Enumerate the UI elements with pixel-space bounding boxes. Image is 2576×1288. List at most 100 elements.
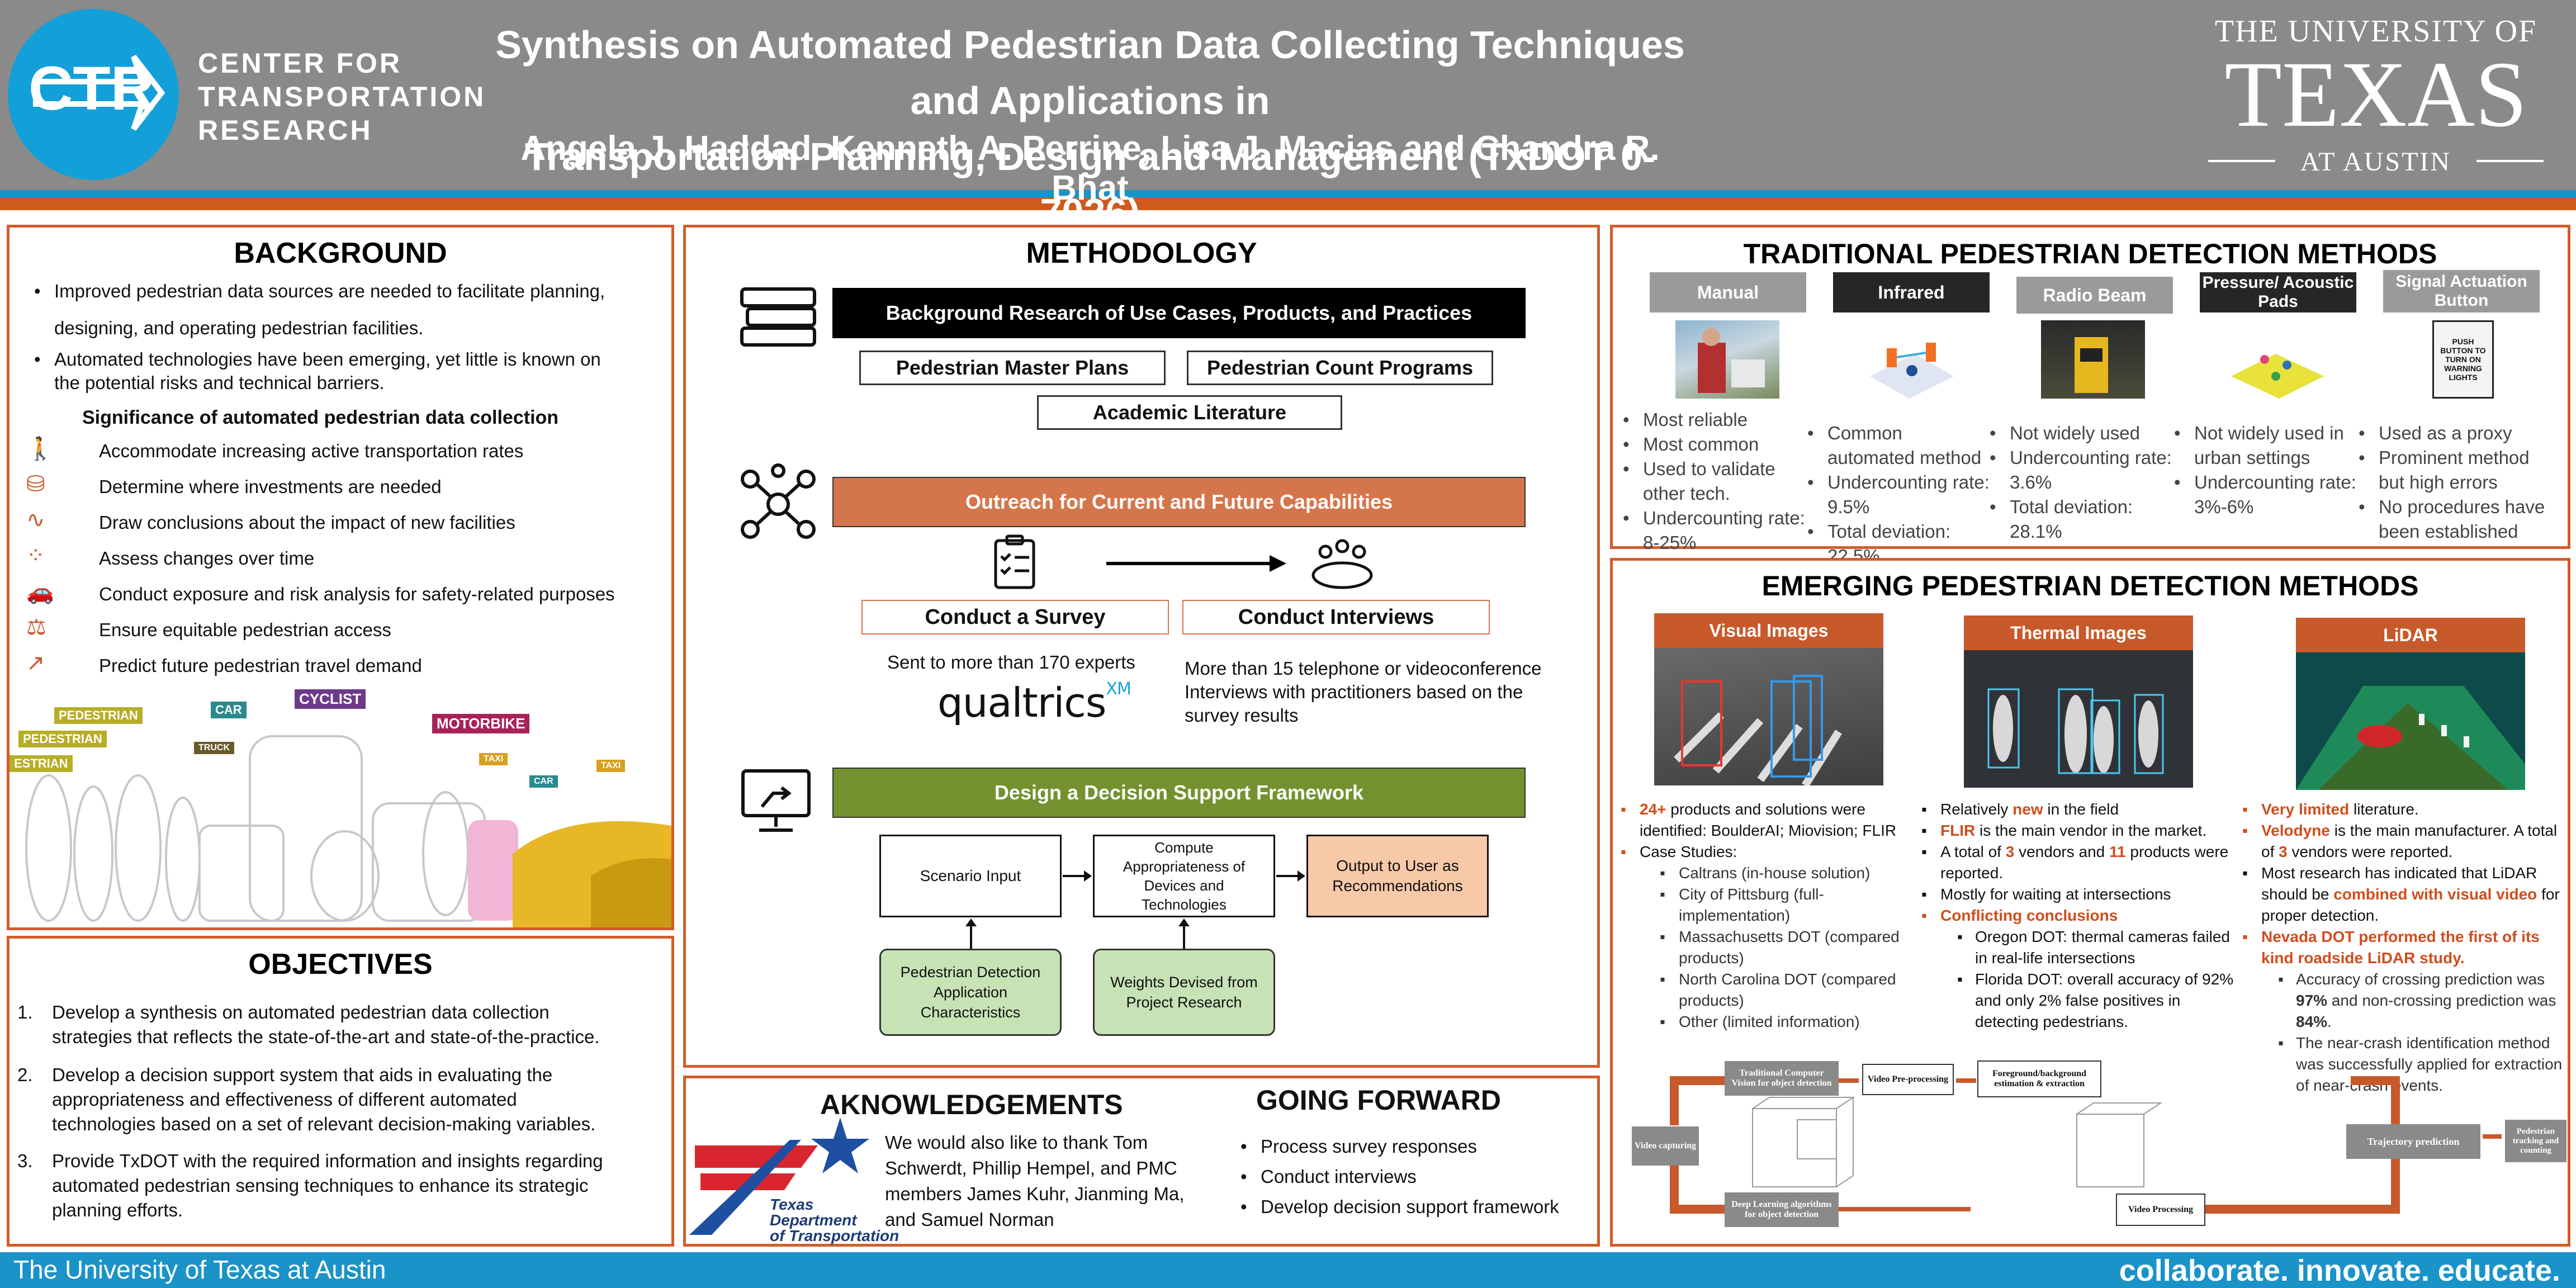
tag-truck: TRUCK [194, 742, 234, 754]
flow-pedestrian-tracking: Pedestrian tracking and counting [2505, 1120, 2566, 1162]
thermal-b1b: in the field [2043, 801, 2119, 818]
flow-deep-learning: Deep Learning algorithms for object dete… [1725, 1192, 1839, 1227]
design-banner: Design a Decision Support Framework [832, 768, 1526, 818]
lidar-b1-highlight: Very limited [2261, 801, 2350, 818]
ack-text-line1: We would also like to thank Tom [885, 1132, 1148, 1153]
background-bullet-1b: designing, and operating pedestrian faci… [54, 318, 424, 338]
objective-3-line2: automated pedestrian sensing techniques … [52, 1175, 589, 1196]
manual-bullets: Most reliable Most common Used to valida… [1623, 408, 1807, 555]
scatter-icon: ⁘ [26, 543, 45, 568]
ack-text-line2: Schwerdt, Phillip Hempel, and PMC [885, 1158, 1177, 1178]
thermal-b1-highlight: new [2012, 801, 2043, 818]
thermal-bullet-1: ▪Relatively new in the field [1921, 801, 2119, 818]
master-plans-box: Pedestrian Master Plans [859, 351, 1166, 385]
background-bullet-2a: Automated technologies have been emergin… [34, 347, 601, 372]
academic-box: Academic Literature [1037, 395, 1342, 430]
method-manual-label: Manual [1650, 272, 1806, 312]
background-title: BACKGROUND [234, 237, 447, 269]
ut-rule-left [2208, 160, 2275, 162]
lidar-b2b: vendors were reported. [2287, 843, 2453, 860]
thermal-b3b: vendors and [2014, 843, 2109, 860]
thermal-b2-highlight: FLIR [1940, 822, 1976, 839]
org-name-line1: CENTER FOR [198, 48, 402, 79]
pedestrians-icon: 🚶 [26, 437, 54, 461]
thermal-sub-1: ▪Oregon DOT: thermal cameras failed in r… [1957, 928, 2230, 967]
tag-car-1: CAR [211, 702, 247, 718]
ack-text-line4: and Samuel Norman [885, 1209, 1054, 1230]
txdot-word-2: Department [770, 1211, 857, 1229]
title-line1: Synthesis on Automated Pedestrian Data C… [495, 23, 1685, 122]
footer-slogan: collaborate. innovate. educate. [2119, 1254, 2560, 1287]
signal-bullet-3: No procedures have been established [2359, 495, 2546, 544]
manual-bullet-1: Most reliable [1623, 408, 1822, 432]
thermal-sub-2-text: Florida DOT: overall accuracy of 92% and… [1975, 970, 2234, 1030]
lidar-bullet-4: ▪Nevada DOT performed the first of its k… [2242, 928, 2540, 967]
thermal-sub-1-text: Oregon DOT: thermal cameras failed in re… [1975, 928, 2230, 967]
header-stripe-orange [0, 198, 2576, 210]
flow-trajectory-prediction: Trajectory prediction [2346, 1124, 2480, 1159]
objectives-title: OBJECTIVES [248, 948, 433, 981]
poster-title: Synthesis on Automated Pedestrian Data C… [492, 17, 1688, 240]
lidar-sub-2-text: The near-crash identification method was… [2296, 1034, 2563, 1094]
car-crash-icon: 🚗 [26, 580, 54, 604]
interview-description: More than 15 telephone or videoconferenc… [1185, 657, 1541, 727]
objective-1: Develop a synthesis on automated pedestr… [52, 1000, 599, 1049]
visual-bullet-1: ▪24+ products and solutions were identif… [1621, 801, 1897, 839]
interviews-box: Conduct Interviews [1182, 600, 1490, 634]
infrared-illustration [1859, 320, 1963, 399]
significance-item-6: Ensure equitable pedestrian access [99, 619, 391, 640]
pressure-bullet-1: Not widely used in urban settings [2174, 421, 2362, 470]
radio-bullet-3: Total deviation: 28.1% [1990, 495, 2172, 544]
lidar-noncrossing-accuracy: 84% [2296, 1013, 2328, 1030]
thermal-b3c: products were reported. [1940, 843, 2229, 882]
objective-3-line1: Provide TxDOT with the required informat… [52, 1150, 603, 1171]
survey-arrow-line [1106, 562, 1274, 565]
lidar-sub1c: . [2327, 1013, 2332, 1030]
forward-item-1: Process survey responses [1240, 1134, 1477, 1159]
flow-video-processing: Video Processing [2116, 1194, 2205, 1226]
scenario-input-box: Scenario Input [879, 835, 1062, 917]
lidar-b4-highlight: Nevada DOT performed the first of its ki… [2261, 928, 2540, 967]
visual-products-count: 24+ [1640, 801, 1666, 818]
manual-bullet-4: Undercounting rate: 8-25% [1623, 506, 1805, 555]
street-figures [25, 735, 671, 927]
objective-1-line2: strategies that reflects the state-of-th… [52, 1026, 600, 1047]
flow-arrow-4-head [1178, 918, 1190, 926]
pressure-pad-illustration [2225, 320, 2329, 399]
interview-description-line1: More than 15 telephone or videoconferenc… [1185, 658, 1542, 679]
forward-title: GOING FORWARD [1256, 1085, 1501, 1116]
lidar-sub1a: Accuracy of crossing prediction was [2296, 970, 2545, 988]
ped-detection-box: Pedestrian Detection Application Charact… [879, 949, 1062, 1036]
flow-video-preprocessing: Video Pre-processing [1862, 1064, 1954, 1095]
qualtrics-xm: XM [1106, 679, 1131, 699]
significance-item-1: Accommodate increasing active transporta… [99, 441, 524, 461]
visual-case-4: ▪North Carolina DOT (compared products) [1660, 970, 1896, 1009]
title-line2: Transportation Planning, Design and Mana… [524, 135, 1656, 234]
lidar-bullet-1: ▪Very limited literature. [2242, 801, 2419, 818]
thermal-b2: is the main vendor in the market. [1975, 822, 2207, 839]
radio-bullets: Not widely used Undercounting rate: 3.6%… [1990, 421, 2172, 544]
survey-description: Sent to more than 170 experts [887, 652, 1135, 673]
signal-bullet-2: Prominent method but high errors [2359, 446, 2546, 495]
thermal-bullet-4: ▪Mostly for waiting at intersections [1921, 886, 2171, 903]
objective-2: Develop a decision support system that a… [52, 1063, 595, 1137]
pressure-bullets: Not widely used in urban settings Underc… [2174, 421, 2362, 519]
coins-icon: ⛁ [26, 472, 45, 496]
pipeline-arrows [1670, 1076, 2502, 1214]
ack-text-line3: members James Kuhr, Jianming Ma, [885, 1183, 1185, 1204]
books-icon [736, 278, 820, 353]
street-illustration [10, 686, 671, 927]
tag-pedestrian-1: PEDESTRIAN [54, 707, 143, 724]
radio-beam-photo [2041, 320, 2145, 399]
lidar-b2: is the main manufacturer. A total of [2261, 822, 2558, 860]
method-infrared-label: Infrared [1833, 272, 1990, 312]
objective-1-line1: Develop a synthesis on automated pedestr… [52, 1002, 550, 1022]
flow-arrow-1 [1063, 875, 1087, 877]
significance-item-4: Assess changes over time [99, 548, 315, 569]
objective-3: Provide TxDOT with the required informat… [52, 1149, 603, 1223]
traditional-panel: TRADITIONAL PEDESTRIAN DETECTION METHODS… [1610, 225, 2570, 566]
visual-bullet-2: ▪Case Studies: [1621, 843, 1737, 860]
ctr-logo-text: CTR [29, 54, 155, 123]
txdot-wordmark: Texas Department of Transportation [770, 1197, 899, 1244]
method-signal-label: Signal Actuation Button [2383, 270, 2540, 312]
